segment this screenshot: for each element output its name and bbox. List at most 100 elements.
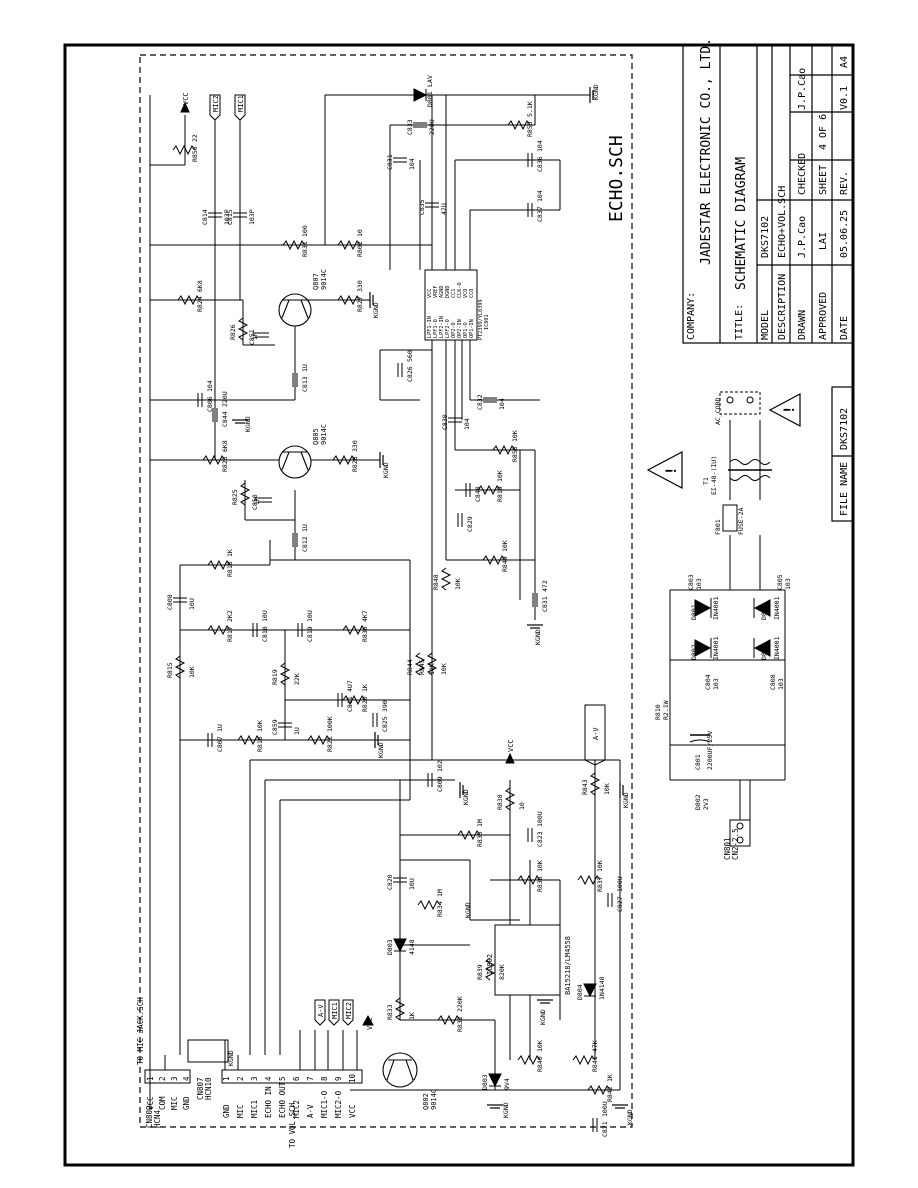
net-flag-mic2-top [209, 94, 221, 121]
capacitor-value: 10U [188, 598, 196, 610]
transformer-value: EI-48-(IU) [710, 456, 718, 495]
capacitor-ref: C850 [251, 494, 259, 510]
resistor-ref: R817 [226, 626, 234, 642]
capacitor-ref: C814 [201, 209, 209, 225]
capacitor-c806 [197, 393, 203, 407]
capacitor-value: 4U7 [346, 680, 354, 692]
net-flag-av-bottom [314, 999, 326, 1026]
net-label-mic1-bottom: MIC1 [331, 1002, 339, 1019]
capacitor-value: 220U [428, 119, 436, 135]
d802-value: IN4001 [712, 636, 720, 660]
ic801-pin-l1: LPF1-IN [427, 316, 433, 338]
echo-ic-body [424, 269, 478, 341]
resistor-value: 10K [496, 470, 504, 482]
resistor-ref: R839 [476, 964, 484, 980]
cn807-pin-7: A-V [306, 1104, 315, 1118]
ic801-part: PT2399/YL0399 [478, 299, 484, 340]
resistor-ref: R825 [231, 489, 239, 505]
ground-label: KGND [382, 462, 390, 478]
cn802-pin-number-2: 2 [158, 1076, 167, 1081]
capacitor-c831 [532, 593, 538, 607]
capacitor-c819 [297, 623, 303, 637]
capacitor-ref: C859 [271, 719, 279, 735]
warning-mark-right: ! [782, 406, 798, 414]
ic802-ref: IC802 [486, 954, 494, 975]
cn802-part: HCN4 [153, 1109, 162, 1128]
cn807-pin-number-2: 2 [236, 1076, 245, 1081]
c805-label: C805 [776, 574, 784, 590]
capacitor-value: 102 [436, 760, 444, 772]
capacitor-c837 [527, 203, 533, 217]
d803-value: IN4001 [773, 596, 781, 620]
resistor-r837 [577, 874, 601, 886]
capacitor-value: 103P [223, 209, 231, 225]
approved-label: APPROVED [818, 292, 829, 340]
resistor-value: 820K [498, 964, 506, 980]
capacitor-ref: C827 [616, 896, 624, 912]
ground-label: KGND [372, 302, 380, 318]
file-name-label: FILE NAME [839, 462, 850, 516]
resistor-r836 [342, 624, 366, 636]
resistor-ref: R831 [301, 241, 309, 257]
capacitor-c821 [592, 1118, 598, 1132]
capacitor-ref: C810 [261, 626, 269, 642]
resistor-r818 [207, 559, 231, 571]
ground-symbol [589, 87, 594, 103]
capacitor-value: 104 [463, 418, 471, 430]
cn807-pin-2: MIC [236, 1104, 245, 1118]
ground-symbol [369, 292, 374, 308]
rev-label: REV. [839, 171, 850, 195]
resistor-r825 [239, 482, 251, 506]
resistor-ref: R815 [166, 662, 174, 678]
resistor-value: 4K7 [361, 610, 369, 622]
resistor-r815 [174, 655, 186, 679]
net-label-vcc-mid: VCC [507, 739, 515, 752]
resistor-r840 [517, 1054, 541, 1066]
resistor-r835 [457, 829, 481, 841]
capacitor-ref: C835 [418, 199, 426, 215]
ground-label: KGND [464, 902, 472, 918]
capacitor-c807 [207, 733, 213, 747]
q802-ref: Q802 [422, 1093, 430, 1110]
resistor-r856 [172, 144, 196, 156]
resistor-r824 [177, 294, 201, 306]
cn807-pin-number-6: 6 [292, 1076, 301, 1081]
ic801-pin-l6: OP2-IN [457, 319, 463, 338]
resistor-ref: R834 [436, 901, 444, 917]
c803-value: 103 [695, 578, 703, 590]
resistor-r841 [572, 1054, 596, 1066]
cn807-pin-number-3: 3 [250, 1076, 259, 1081]
resistor-r802 [337, 239, 361, 251]
warning-triangle-left [646, 451, 683, 489]
cn802-ref: CN802 [145, 1105, 154, 1128]
resistor-value: 100 [301, 225, 309, 237]
resistor-ref: R836 [536, 876, 544, 892]
resistor-r838 [504, 787, 516, 811]
d802-label: D802 [690, 644, 698, 660]
resistor-r839 [484, 957, 496, 981]
c805-value: 103 [784, 578, 792, 590]
ground-label: KGND [534, 629, 542, 645]
capacitor-value: 100U [616, 876, 624, 892]
transistor-q807 [278, 293, 312, 327]
capacitor-c820 [393, 877, 407, 883]
resistor-value: 5.1K [526, 101, 534, 117]
fuse-value: FUSE-2A [737, 508, 745, 535]
bridge-diode-d802 [694, 638, 712, 658]
capacitor-value: 1U [216, 724, 224, 732]
resistor-value: 10K [256, 720, 264, 732]
sheet-label: SHEET [818, 165, 829, 195]
resistor-value: 220K [456, 996, 464, 1012]
c803-label: C803 [687, 574, 695, 590]
capacitor-c829 [457, 513, 463, 527]
capacitor-ref: C826 [406, 366, 414, 382]
net-label-av-bottom: A-V [317, 1004, 325, 1017]
ground-label: KGND [377, 742, 385, 758]
resistor-ref: R821 [326, 736, 334, 752]
cn807-pin-number-9: 9 [334, 1076, 343, 1081]
ic801-pin-l4: LPF2-O [445, 319, 451, 338]
resistor-ref: R849 [501, 556, 509, 572]
resistor-r820 [342, 694, 366, 706]
resistor-ref: R818 [226, 561, 234, 577]
